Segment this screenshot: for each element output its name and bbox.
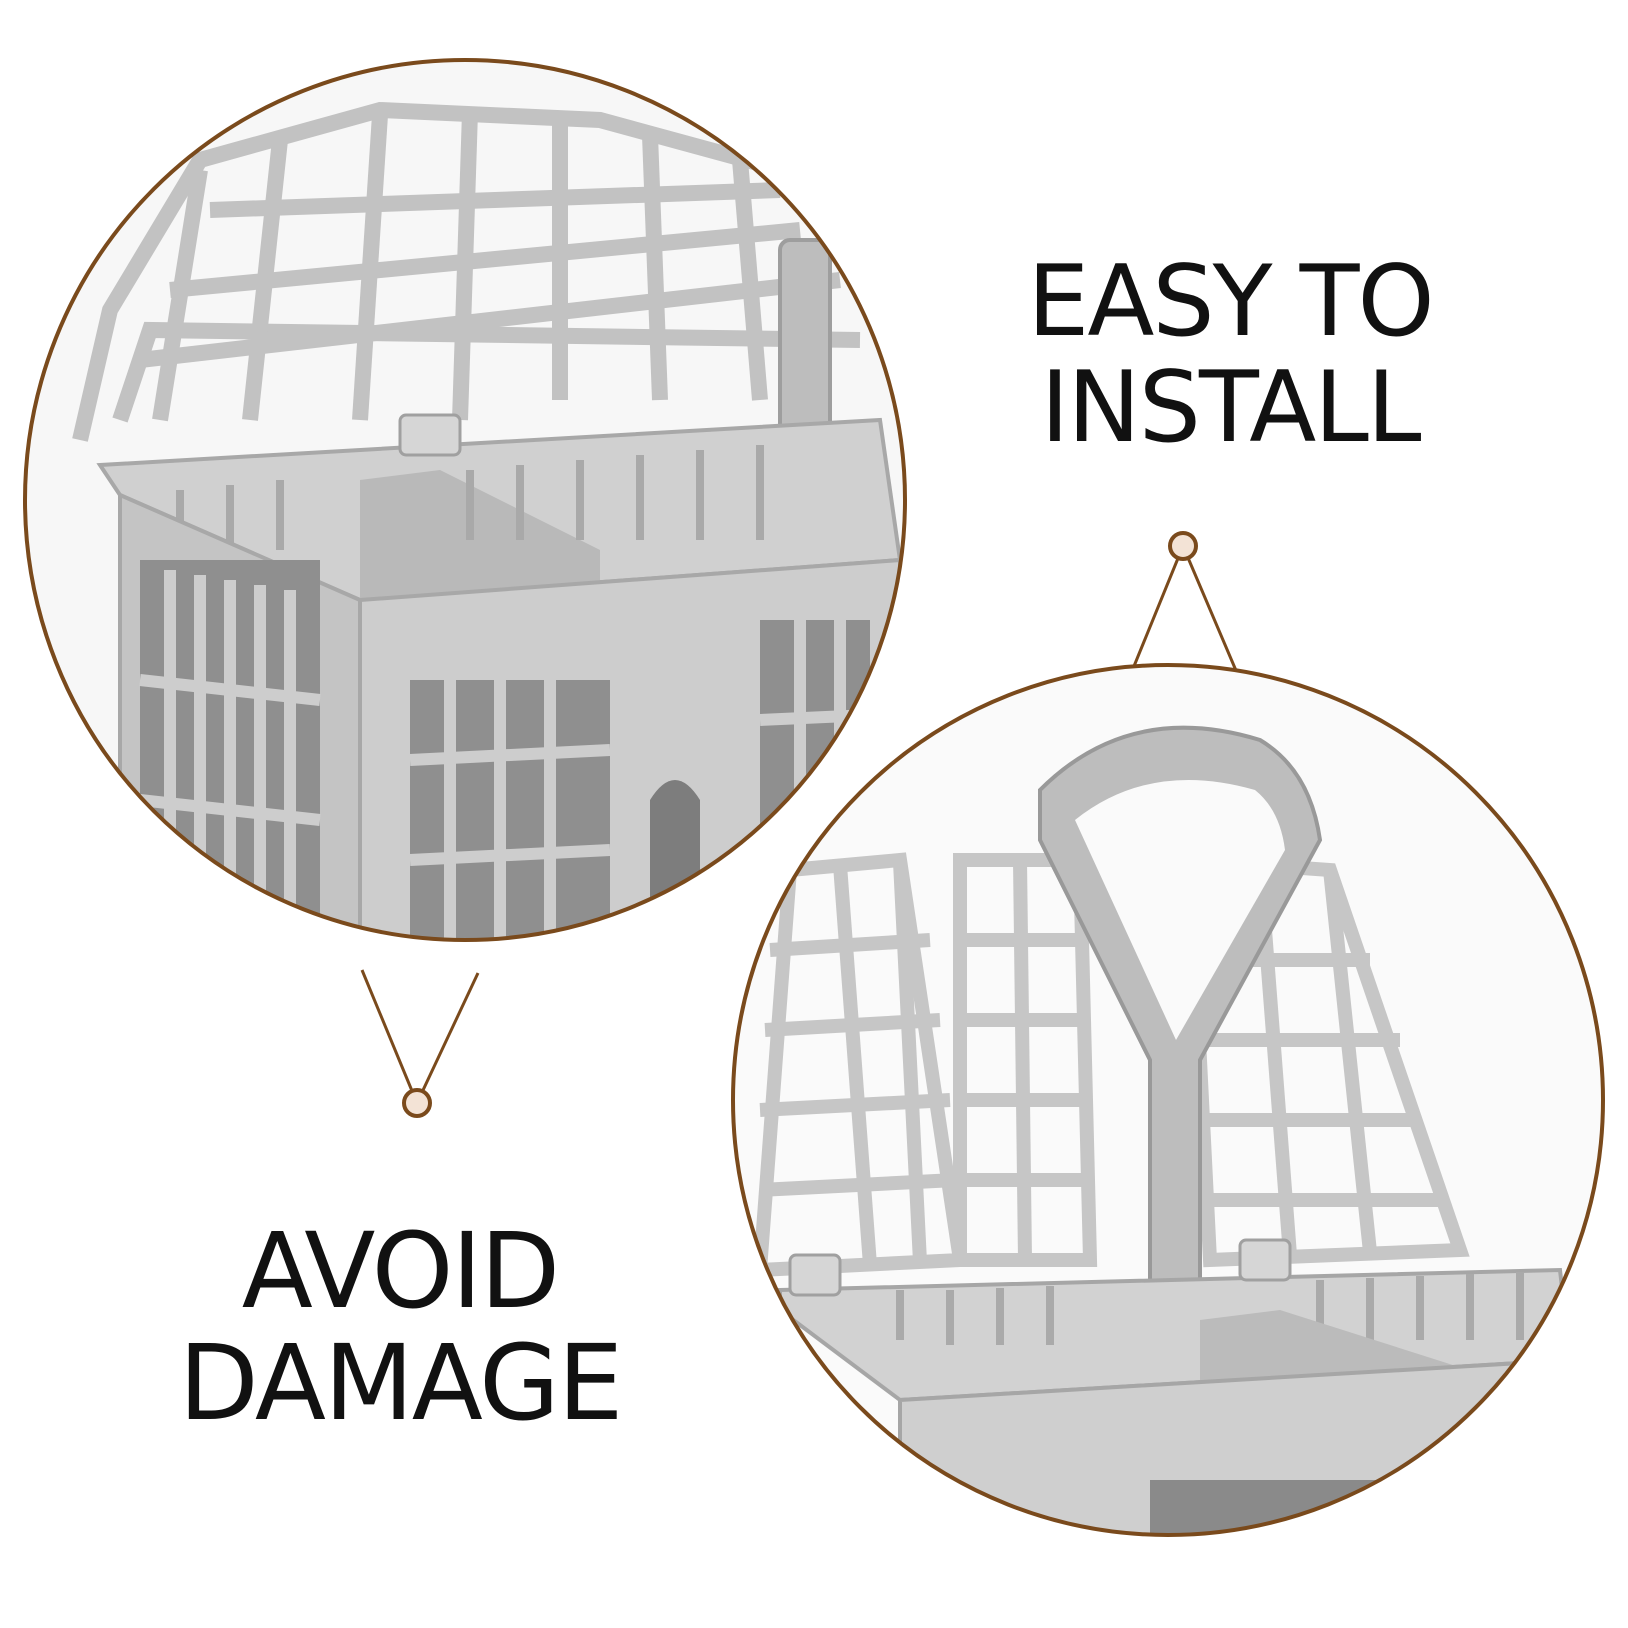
- caption-damage-line2: DAMAGE: [178, 1322, 624, 1445]
- caption-install-line1: EASY TO: [1027, 245, 1434, 359]
- caption-avoid-damage: AVOID DAMAGE: [140, 1215, 660, 1440]
- top-photo-cutlery-basket: [25, 60, 905, 940]
- callout-dot-damage: [402, 1088, 432, 1118]
- bottom-photo-cutlery-basket: [733, 665, 1603, 1535]
- callout-dot-install: [1168, 531, 1198, 561]
- bottom-photo-ring: [731, 663, 1605, 1537]
- callout-pointer-install: [1128, 545, 1245, 688]
- caption-damage-line1: AVOID: [241, 1210, 560, 1332]
- caption-install-line2: INSTALL: [1040, 350, 1422, 465]
- callout-pointer-damage: [360, 969, 480, 1104]
- caption-easy-to-install: EASY TO INSTALL: [1010, 245, 1450, 465]
- top-photo-ring: [23, 58, 907, 942]
